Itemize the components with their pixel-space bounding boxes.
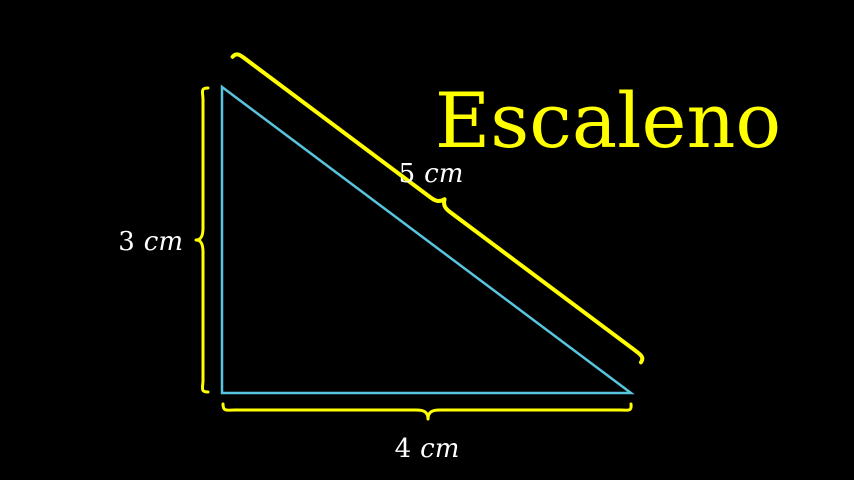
horizontal-side-brace	[221, 402, 633, 421]
horizontal-side-value: 4	[395, 434, 412, 464]
hypotenuse-side-value: 5	[399, 159, 416, 189]
horizontal-side-label: 4 cm	[395, 434, 460, 464]
hypotenuse-side-label: 5 cm	[399, 159, 464, 189]
vertical-side-label: 3 cm	[118, 227, 183, 257]
title-label: Escaleno	[435, 76, 781, 165]
vertical-side-value: 3	[118, 227, 135, 257]
vertical-side-brace	[194, 86, 210, 394]
hypotenuse-side-unit: cm	[424, 159, 463, 189]
scalene-triangle	[220, 84, 635, 395]
hypotenuse-side-brace	[230, 52, 645, 365]
vertical-side-unit: cm	[144, 227, 183, 257]
horizontal-side-unit: cm	[420, 434, 459, 464]
